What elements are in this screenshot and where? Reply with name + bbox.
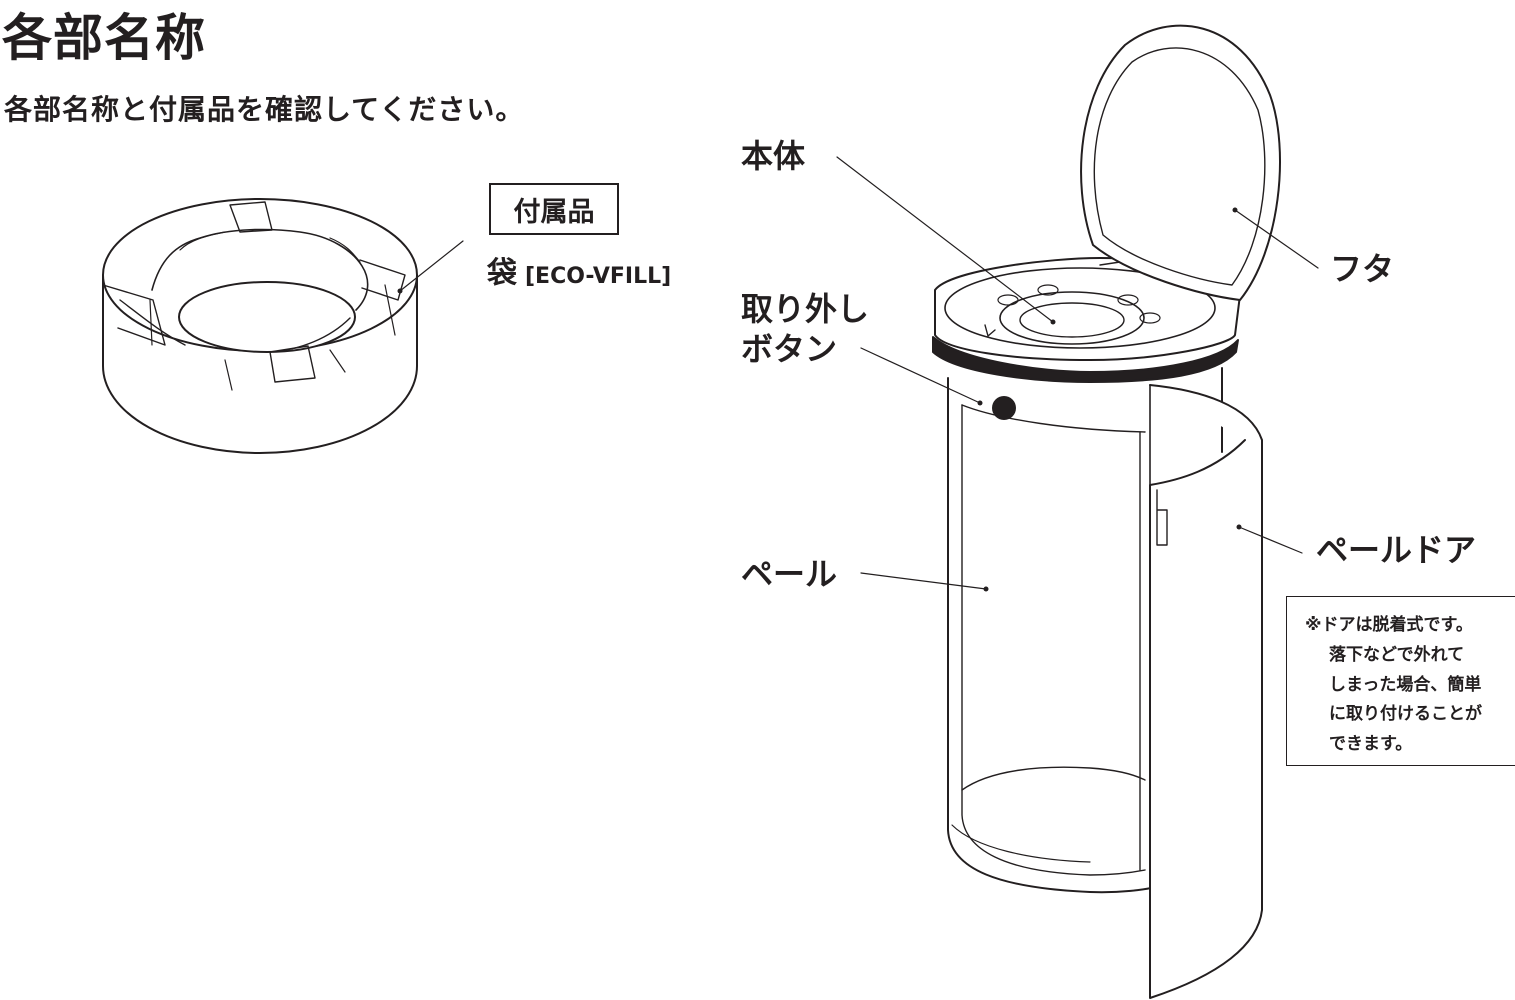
door-note: ※ドアは脱着式です。 落下などで外れて しまった場合、簡単 に取り付けることが … (1286, 596, 1515, 766)
label-release-button: 取り外し ボタン (741, 289, 869, 369)
page-subtitle: 各部名称と付属品を確認してください。 (4, 93, 525, 126)
note-line-2: 落下などで外れて (1329, 644, 1465, 665)
release-button-dot (992, 396, 1016, 420)
label-release-button-line1: 取り外し (741, 290, 870, 328)
page-title: 各部名称 (2, 9, 206, 67)
note-line-1: ※ドアは脱着式です。 (1305, 615, 1473, 635)
label-pail-door: ペールドア (1316, 531, 1477, 569)
note-line-4: に取り付けることが (1329, 704, 1482, 725)
note-line-5: できます。 (1329, 734, 1413, 754)
accessory-heading: 付属品 (489, 183, 619, 235)
label-pail: ペール (741, 555, 838, 593)
accessory-item-model: [ECO-VFILL] (525, 264, 672, 289)
label-body: 本体 (741, 137, 806, 175)
label-lid: フタ (1330, 250, 1395, 288)
accessory-item-name: 袋 (487, 256, 517, 291)
accessory-item: 袋 [ECO-VFILL] (487, 248, 671, 292)
note-line-3: しまった場合、簡単 (1329, 674, 1482, 695)
label-release-button-line2: ボタン (741, 330, 838, 368)
bag-illustration (102, 198, 418, 454)
pail-illustration (932, 24, 1281, 999)
